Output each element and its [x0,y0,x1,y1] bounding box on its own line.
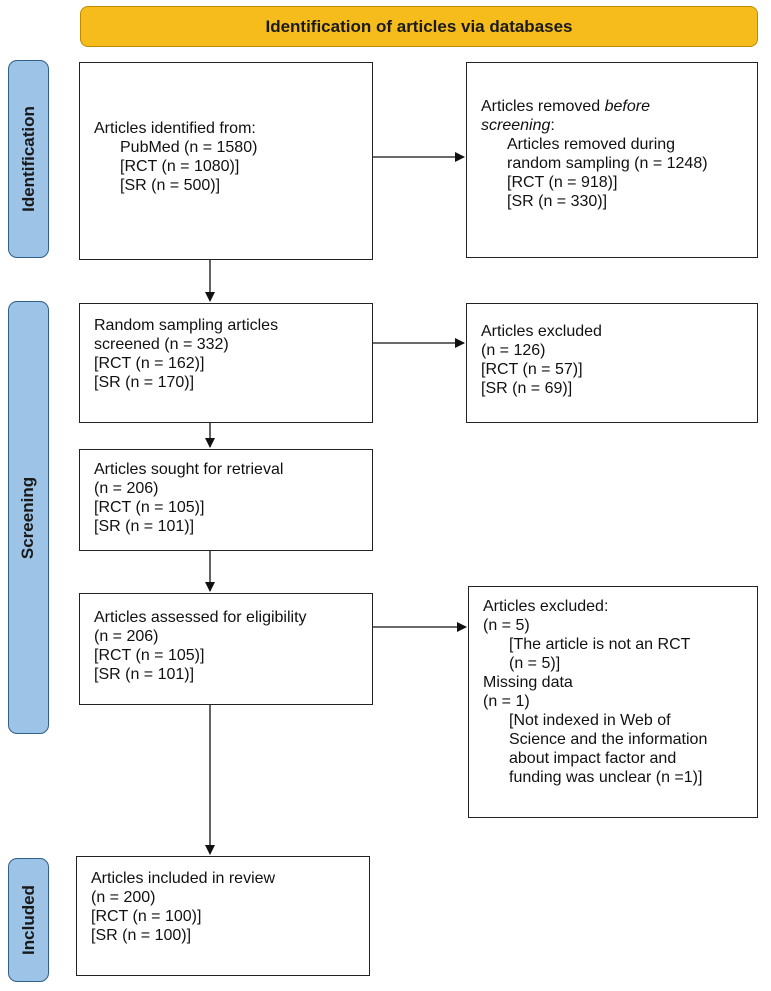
identified-line-2: PubMed (n = 1580) [120,139,258,156]
sought-line-4: [SR (n = 101)] [94,518,195,535]
included-line-3: [RCT (n = 100)] [91,908,202,925]
assessed-line-2: (n = 206) [94,628,159,645]
phase-included: Included [8,858,49,982]
sought-line-2: (n = 206) [94,480,159,497]
excluded1-line-1: Articles excluded [481,323,602,340]
screened-line-4: [SR (n = 170)] [94,374,195,391]
excluded2-line-6: (n = 1) [483,693,530,710]
removed-line-2a: screening [481,117,551,134]
excluded1-line-3: [RCT (n = 57)] [481,361,583,378]
phase-identification: Identification [8,60,49,258]
box-studies-included: Articles included in review (n = 200) [R… [76,856,370,976]
box-reports-sought: Articles sought for retrieval (n = 206) … [79,449,373,551]
removed-line-1a: Articles removed [481,98,605,115]
identified-line-4: [SR (n = 500)] [120,177,221,194]
excluded1-line-4: [SR (n = 69)] [481,380,573,397]
box-records-identified: Articles identified from: PubMed (n = 15… [79,62,373,260]
removed-line-3: Articles removed during [507,136,676,153]
excluded2-line-8: Science and the information [509,731,708,748]
screened-line-1: Random sampling articles [94,317,279,334]
header-banner: Identification of articles via databases [80,6,758,47]
excluded2-line-5: Missing data [483,674,573,691]
box-records-removed: Articles removed before screening: Artic… [466,62,758,258]
excluded2-line-9: about impact factor and [509,750,677,767]
excluded2-line-7: [Not indexed in Web of [509,712,671,729]
included-line-2: (n = 200) [91,889,156,906]
assessed-line-4: [SR (n = 101)] [94,666,195,683]
removed-line-2b: : [550,117,555,134]
removed-line-4: random sampling (n = 1248) [507,155,708,172]
identified-line-3: [RCT (n = 1080)] [120,158,240,175]
header-title: Identification of articles via databases [265,16,573,36]
removed-line-5: [RCT (n = 918)] [507,174,618,191]
sought-line-3: [RCT (n = 105)] [94,499,205,516]
excluded2-line-3: [The article is not an RCT [509,636,691,653]
box-records-screened: Random sampling articles screened (n = 3… [79,303,373,423]
screened-line-2: screened (n = 332) [94,336,229,353]
box-reports-assessed: Articles assessed for eligibility (n = 2… [79,593,373,705]
assessed-line-1: Articles assessed for eligibility [94,609,307,626]
box-reports-excluded: Articles excluded: (n = 5) [The article … [468,586,758,818]
removed-line-1: Articles removed before [481,97,743,116]
screened-line-3: [RCT (n = 162)] [94,355,205,372]
excluded2-line-4: (n = 5)] [509,655,561,672]
included-line-1: Articles included in review [91,870,276,887]
excluded2-line-1: Articles excluded: [483,598,609,615]
sought-line-1: Articles sought for retrieval [94,461,284,478]
identified-line-1: Articles identified from: [94,120,256,137]
removed-line-2: screening: [481,116,743,135]
phase-screening: Screening [8,301,49,734]
excluded2-line-10: funding was unclear (n =1)] [509,769,703,786]
assessed-line-3: [RCT (n = 105)] [94,647,205,664]
removed-line-6: [SR (n = 330)] [507,193,608,210]
excluded1-line-2: (n = 126) [481,342,546,359]
removed-line-1b: before [604,98,650,115]
box-records-excluded: Articles excluded (n = 126) [RCT (n = 57… [466,303,758,423]
included-line-4: [SR (n = 100)] [91,927,192,944]
excluded2-line-2: (n = 5) [483,617,530,634]
